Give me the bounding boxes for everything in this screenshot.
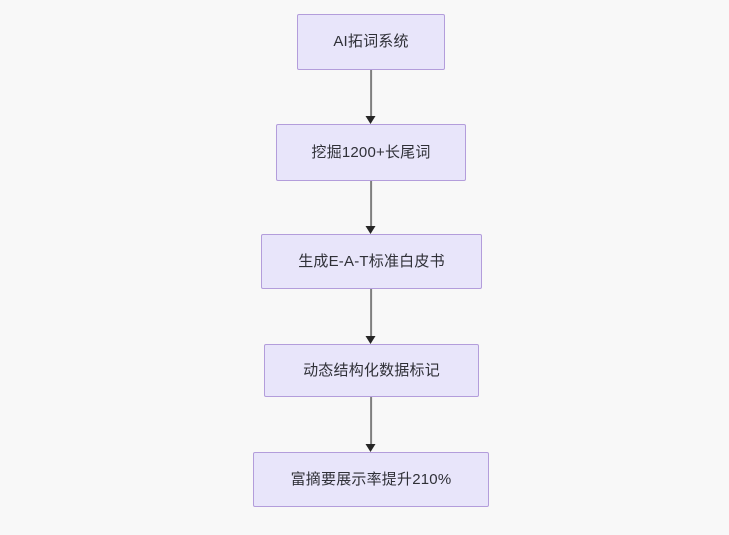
edge-arrowhead-icon: [365, 444, 376, 452]
node-label: 挖掘1200+长尾词: [311, 143, 431, 161]
edge-line: [370, 397, 372, 445]
node-label: 动态结构化数据标记: [303, 361, 440, 379]
flowchart-node-dynamic-structured-data-markup[interactable]: 动态结构化数据标记: [264, 344, 479, 397]
edge-arrowhead-icon: [365, 336, 376, 344]
edge-line: [370, 181, 372, 227]
edge-arrowhead-icon: [365, 116, 376, 124]
flowchart-node-generate-eat-whitepaper[interactable]: 生成E-A-T标准白皮书: [261, 234, 482, 289]
edge-line: [370, 70, 372, 117]
node-label: 生成E-A-T标准白皮书: [298, 252, 445, 270]
edge-line: [370, 289, 372, 337]
edge-arrowhead-icon: [365, 226, 376, 234]
flowchart-node-rich-snippet-rate-increase[interactable]: 富摘要展示率提升210%: [253, 452, 489, 507]
node-label: AI拓词系统: [333, 33, 409, 50]
node-label: 富摘要展示率提升210%: [290, 470, 452, 488]
flowchart-node-ai-keyword-system[interactable]: AI拓词系统: [297, 14, 445, 70]
flowchart-node-mine-longtail-keywords[interactable]: 挖掘1200+长尾词: [276, 124, 466, 181]
